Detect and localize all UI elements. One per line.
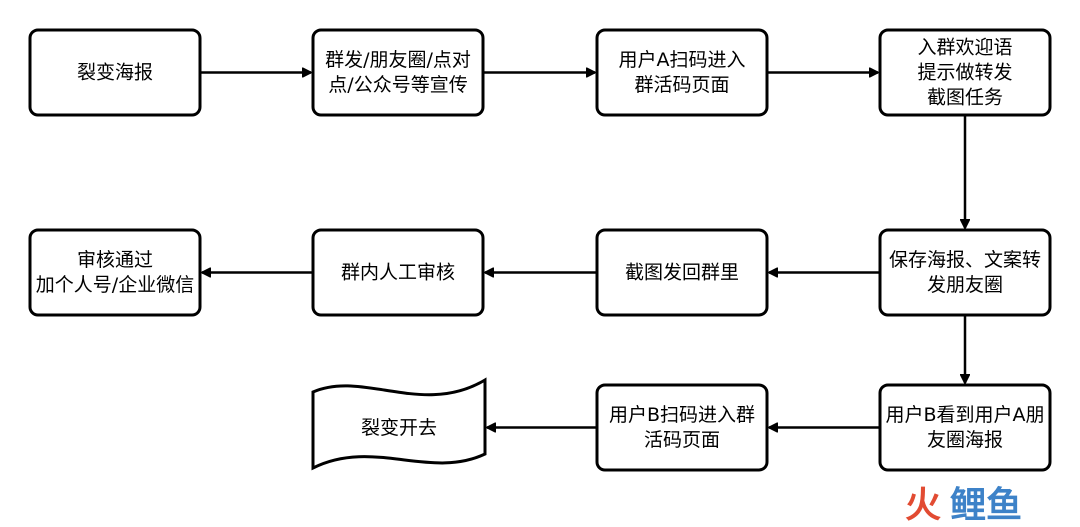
node-label: 截图发回群里 xyxy=(625,262,739,284)
node-box xyxy=(595,28,769,117)
node-label: 用户A扫码进入 xyxy=(619,49,746,71)
node-label: 裂变开去 xyxy=(361,417,437,439)
node-box xyxy=(595,383,769,472)
node-label: 友圈海报 xyxy=(927,429,1003,451)
edges xyxy=(200,73,965,428)
node-label: 用户B看到用户A朋 xyxy=(885,404,1044,426)
node-fission-spread: 裂变开去 xyxy=(311,377,487,471)
node-label: 活码页面 xyxy=(644,429,720,451)
node-label: 加个人号/企业微信 xyxy=(36,274,194,296)
node-box xyxy=(311,28,485,117)
node-shape xyxy=(311,377,487,471)
node-box xyxy=(28,28,202,117)
node-label: 入群欢迎语 xyxy=(917,37,1012,59)
node-label: 发朋友圈 xyxy=(927,274,1003,296)
node-label: 裂变海报 xyxy=(77,62,153,84)
watermark-chars-carp: 鲤鱼 xyxy=(950,485,1022,526)
node-label: 点/公众号等宣传 xyxy=(328,74,467,96)
node-label: 保存海报、文案转 xyxy=(889,249,1041,271)
node-label: 截图任务 xyxy=(927,87,1003,109)
node-label: 群活码页面 xyxy=(634,74,729,96)
node-label: 用户B扫码进入群 xyxy=(609,404,755,426)
node-box xyxy=(311,228,485,317)
node-label: 群内人工审核 xyxy=(341,262,455,284)
watermark-logo: 火 鲤鱼 xyxy=(905,485,1022,526)
node-label: 群发/朋友圈/点对 xyxy=(325,49,471,71)
node-box xyxy=(878,383,1052,472)
node-box xyxy=(595,228,769,317)
node-fission-poster: 裂变海报 xyxy=(28,28,202,117)
node-box xyxy=(878,228,1052,317)
watermark-char-fire: 火 xyxy=(905,485,941,526)
node-label: 审核通过 xyxy=(77,249,153,271)
node-promotion-channels: 群发/朋友圈/点对点/公众号等宣传 xyxy=(311,28,485,117)
node-box xyxy=(28,228,202,317)
node-label: 提示做转发 xyxy=(917,62,1012,84)
node-box xyxy=(878,28,1052,117)
node-manual-review: 群内人工审核 xyxy=(311,228,485,317)
node-screenshot-back: 截图发回群里 xyxy=(595,228,769,317)
